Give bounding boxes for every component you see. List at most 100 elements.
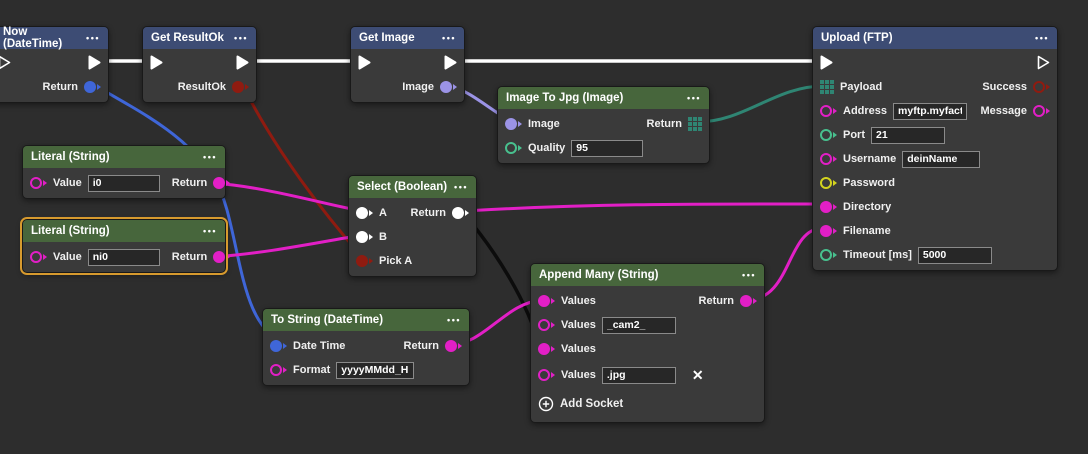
datetime-input-port[interactable] [270,340,287,352]
port-label: Pick A [379,255,413,267]
node-menu-icon[interactable]: ••• [234,32,248,43]
exec-out-port[interactable] [236,55,249,70]
add-socket-button[interactable]: Add Socket [560,398,624,410]
node-header[interactable]: Get ResultOk ••• [143,27,256,49]
directory-input-port[interactable] [820,201,837,213]
return-output-port[interactable] [452,207,469,219]
success-output-port[interactable] [1033,81,1050,93]
port-label: Return [171,177,208,189]
node-header[interactable]: Upload (FTP) ••• [813,27,1057,49]
address-field[interactable] [893,102,968,120]
return-output-port[interactable] [445,340,462,352]
port-label: Format [293,364,331,376]
value-field[interactable] [87,174,160,192]
node-header[interactable]: Literal (String) ••• [23,146,225,168]
wire-selectreturn-to-directory[interactable] [462,202,824,213]
username-input-port[interactable] [820,153,837,165]
exec-out-port[interactable] [444,55,457,70]
port-label: Return [171,251,208,263]
node-now-datetime[interactable]: Now (DateTime) ••• Return [0,26,109,103]
exec-in-port[interactable] [820,55,833,70]
node-header[interactable]: Now (DateTime) ••• [0,26,108,50]
port-label: Image [402,81,434,93]
image-input-port[interactable] [505,118,522,130]
quality-field[interactable] [571,139,644,157]
node-header[interactable]: Select (Boolean) ••• [349,176,476,198]
node-header[interactable]: Image To Jpg (Image) ••• [498,87,709,109]
return-output-port[interactable] [740,295,757,307]
b-input-port[interactable] [356,231,373,243]
node-menu-icon[interactable]: ••• [203,225,217,236]
node-menu-icon[interactable]: ••• [203,151,217,162]
value-input-port[interactable] [30,177,47,189]
wire-literal1-to-a[interactable] [209,181,365,213]
return-output-port[interactable] [213,251,231,263]
format-input-port[interactable] [270,364,287,376]
exec-out-port[interactable] [1037,55,1050,70]
node-header[interactable]: To String (DateTime) ••• [263,309,469,331]
values-4-input-port[interactable] [538,369,555,381]
timeout-field[interactable] [917,246,992,264]
port-label: Timeout [ms] [843,249,912,261]
node-literal-string-2-selected[interactable]: Literal (String) ••• Value Return [20,217,231,275]
resultok-output-port[interactable] [232,81,249,93]
value-field[interactable] [87,248,160,266]
node-menu-icon[interactable]: ••• [687,92,701,103]
exec-in-port[interactable] [150,55,163,70]
node-header[interactable]: Get Image ••• [351,27,464,49]
port-field[interactable] [871,126,945,144]
exec-out-port[interactable] [88,55,101,70]
return-output-port[interactable] [213,177,231,189]
node-append-many-string[interactable]: Append Many (String) ••• Values Return V… [530,263,765,423]
node-header[interactable]: Append Many (String) ••• [531,264,764,286]
wire-resultok-to-picka[interactable] [241,84,365,260]
node-header[interactable]: Literal (String) ••• [23,220,225,242]
node-menu-icon[interactable]: ••• [454,181,468,192]
return-output-port[interactable] [84,81,101,93]
port-label: Port [843,129,865,141]
values-1-input-port[interactable] [538,295,555,307]
port-label: Return [410,207,446,219]
node-literal-string-1[interactable]: Literal (String) ••• Value Return [22,145,231,199]
message-output-port[interactable] [1033,105,1050,117]
node-get-image[interactable]: Get Image ••• Image [350,26,465,103]
node-title: Upload (FTP) [821,32,893,44]
payload-input-port[interactable] [820,80,834,94]
address-input-port[interactable] [820,105,837,117]
pick-a-input-port[interactable] [356,255,373,267]
wire-jpgreturn-to-payload[interactable] [695,84,826,124]
a-input-port[interactable] [356,207,373,219]
node-upload-ftp[interactable]: Upload (FTP) ••• Payload Success Address… [812,26,1058,271]
node-menu-icon[interactable]: ••• [447,314,461,325]
format-field[interactable] [336,361,415,379]
quality-input-port[interactable] [505,142,522,154]
values-4-field[interactable] [601,366,676,384]
node-menu-icon[interactable]: ••• [86,32,100,43]
node-get-resultok[interactable]: Get ResultOk ••• ResultOk [142,26,257,103]
filename-input-port[interactable] [820,225,837,237]
value-input-port[interactable] [30,251,47,263]
image-output-port[interactable] [440,81,457,93]
remove-socket-icon[interactable]: ✕ [691,367,704,383]
bytes-output-port[interactable] [688,117,702,131]
node-to-string-datetime[interactable]: To String (DateTime) ••• Date Time Retur… [262,308,470,386]
wire-now-return-to-datetime[interactable] [94,84,289,347]
node-select-boolean[interactable]: Select (Boolean) ••• A Return B Pick A [348,175,477,277]
values-3-input-port[interactable] [538,343,555,355]
exec-in-port[interactable] [0,55,11,70]
node-image-to-jpg[interactable]: Image To Jpg (Image) ••• Image Return Qu… [497,86,710,164]
timeout-input-port[interactable] [820,249,837,261]
username-field[interactable] [902,150,981,168]
add-socket-icon[interactable] [538,396,554,412]
exec-in-port[interactable] [358,55,371,70]
password-input-port[interactable] [820,177,837,189]
values-2-field[interactable] [601,316,676,334]
node-menu-icon[interactable]: ••• [742,269,756,280]
node-menu-icon[interactable]: ••• [1035,32,1049,43]
node-menu-icon[interactable]: ••• [442,32,456,43]
node-title: Select (Boolean) [357,181,448,193]
values-2-input-port[interactable] [538,319,555,331]
port-label: Filename [843,225,891,237]
port-input-port[interactable] [820,129,837,141]
